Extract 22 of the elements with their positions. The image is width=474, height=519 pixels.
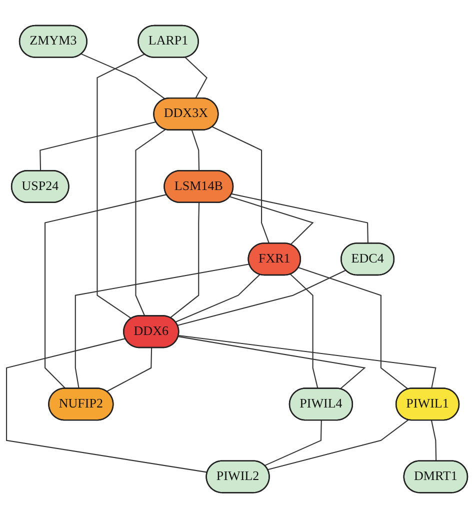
connector xyxy=(178,335,436,390)
connector xyxy=(290,274,318,390)
connector xyxy=(298,268,409,390)
connector xyxy=(191,130,200,172)
connector xyxy=(6,338,208,474)
connector xyxy=(178,336,366,390)
connector xyxy=(264,420,322,466)
connector xyxy=(177,270,346,326)
connector xyxy=(431,420,437,462)
connector xyxy=(230,196,314,246)
connector xyxy=(212,126,270,244)
connector xyxy=(135,130,166,317)
connector xyxy=(268,420,409,471)
connector xyxy=(74,264,250,390)
connector xyxy=(96,54,145,320)
connector xyxy=(232,194,368,244)
connector xyxy=(44,194,167,390)
connector xyxy=(170,203,200,319)
connector xyxy=(106,348,152,392)
connector xyxy=(81,54,166,100)
connector xyxy=(175,274,260,323)
connector xyxy=(40,122,156,172)
